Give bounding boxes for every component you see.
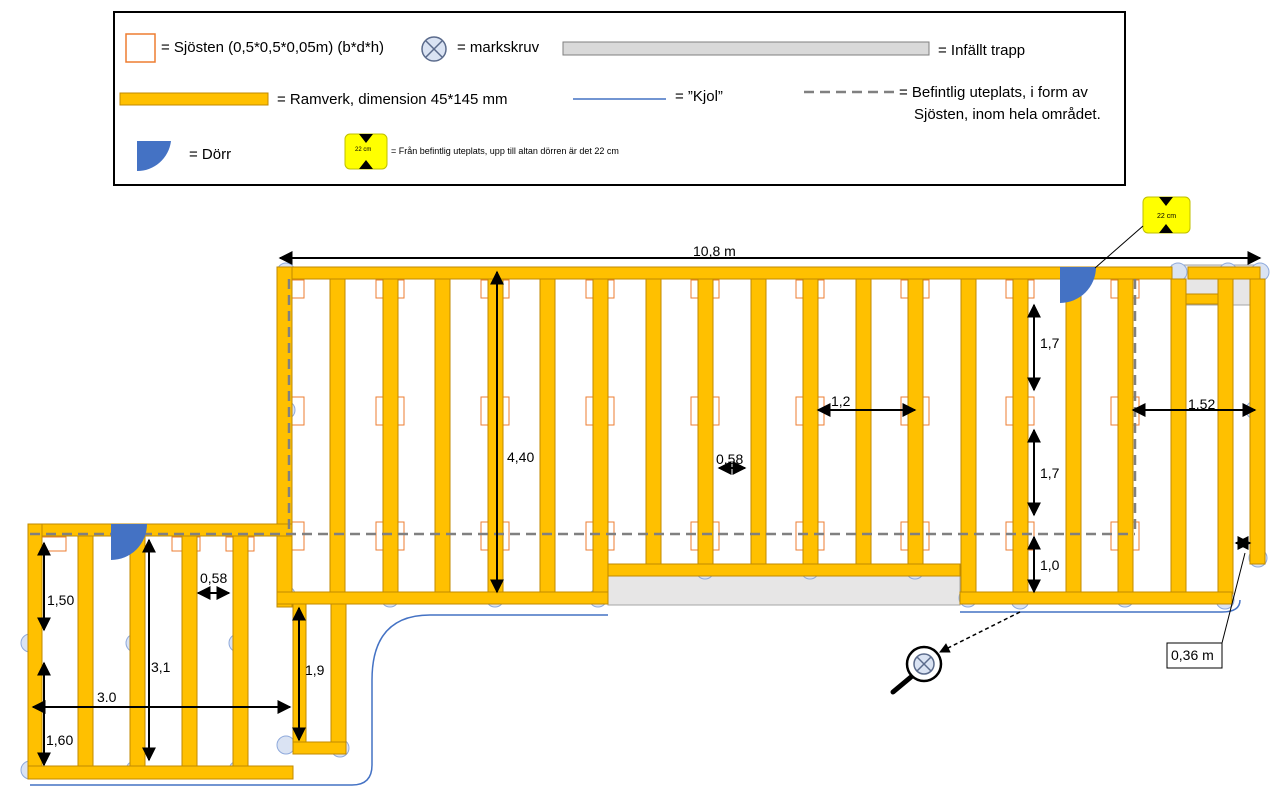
legend-symbols <box>119 33 930 172</box>
frame-joist <box>1217 278 1234 595</box>
frame-joist <box>1117 278 1134 595</box>
dim-span-1-52: 1,52 <box>1188 396 1215 412</box>
frame-joist <box>802 278 819 567</box>
dim-left-1-9: 1,9 <box>305 662 325 678</box>
frame-beam-bottom-right <box>959 591 1233 605</box>
legend-height-note: = Från befintlig uteplats, upp till alta… <box>391 146 619 156</box>
badge-text: 22 cm <box>1157 213 1176 220</box>
frame-stair-header <box>1185 293 1219 305</box>
frame-left-bottom <box>27 765 294 780</box>
door-icon <box>137 141 171 172</box>
frame-joist <box>1170 278 1187 595</box>
edge-offset-box <box>1166 642 1223 669</box>
frame-ext-beam <box>292 741 347 755</box>
dim-left-3-1: 3,1 <box>151 659 171 675</box>
legend-ramverk-label: = Ramverk, dimension 45*145 mm <box>277 91 508 108</box>
dim-left-1-60: 1,60 <box>46 732 73 748</box>
infallt-trapp-symbol <box>562 41 930 56</box>
dim-upper-1-7: 1,7 <box>1040 335 1060 351</box>
edge-offset-leader <box>1221 552 1246 644</box>
dim-right-1-0: 1,0 <box>1040 557 1060 573</box>
dim-edge-offset: 0,36 m <box>1171 647 1214 663</box>
frame-joist <box>855 278 872 567</box>
frame <box>27 266 1266 780</box>
legend-dorr-label: = Dörr <box>189 146 232 163</box>
existing-patio-outline <box>30 279 1137 536</box>
frame-joist <box>1012 278 1029 595</box>
frame-joist <box>181 535 198 770</box>
height-badge-symbol <box>344 133 388 170</box>
dim-left-1-50: 1,50 <box>47 592 74 608</box>
ground-screws <box>20 262 1270 780</box>
frame-joist <box>539 278 556 595</box>
dim-depth-main: 4,40 <box>507 449 534 465</box>
legend-befintlig-line1: = Befintlig uteplats, i form av <box>899 84 1088 101</box>
markskruv-icon <box>421 36 447 62</box>
dim-joist-gap: 0,58 <box>716 451 743 467</box>
frame-joist <box>1065 278 1082 595</box>
frame-left-outer <box>27 523 43 780</box>
frame-beam-stair <box>607 563 961 577</box>
dim-total-length: 10,8 m <box>693 243 736 259</box>
skirt-outline <box>30 599 1241 786</box>
frame-joist <box>592 278 609 595</box>
door-icon <box>1060 267 1096 303</box>
ramverk-symbol <box>119 92 269 106</box>
legend-befintlig-line2: Sjösten, inom hela området. <box>914 106 1101 123</box>
dim-left-gap: 0,58 <box>200 570 227 586</box>
dim-middle-1-7: 1,7 <box>1040 465 1060 481</box>
inset-stair-main <box>607 574 961 606</box>
legend-sjosten-label: = Sjösten (0,5*0,5*0,05m) (b*d*h) <box>161 39 385 56</box>
frame-joist <box>697 278 714 567</box>
frame-joist <box>232 535 249 770</box>
dim-left-width: 3.0 <box>97 689 117 705</box>
frame-joist <box>382 278 399 595</box>
legend-infallt-trapp-label: = Infällt trapp <box>938 42 1026 59</box>
sjosten-symbol <box>125 33 156 63</box>
frame-beam-bottom-left <box>276 591 609 605</box>
frame-joist <box>960 278 977 595</box>
legend-kjol-label: = ”Kjol” <box>675 88 723 105</box>
markskruv-callout-icon <box>890 611 1021 695</box>
dim-span-1-2: 1,2 <box>831 393 851 409</box>
legend-box: = Sjösten (0,5*0,5*0,05m) (b*d*h) = mark… <box>113 11 1126 186</box>
frame-joist <box>645 278 662 567</box>
frame-joist <box>434 278 451 595</box>
frame-joist <box>329 278 346 595</box>
dimension-lines <box>31 251 1262 767</box>
frame-joist <box>487 278 504 595</box>
frame-beam-top <box>276 266 1173 280</box>
frame-joist <box>77 535 94 770</box>
frame-joist <box>129 535 146 770</box>
frame-joist <box>907 278 924 567</box>
screw <box>276 735 296 755</box>
door-icon <box>111 524 147 560</box>
legend-badge-text: 22 cm <box>355 147 372 153</box>
legend-markskruv-label: = markskruv <box>457 39 540 56</box>
frame-beam-top-right <box>1187 266 1261 280</box>
frame-joist-edge <box>1249 278 1266 565</box>
frame-ext-post-b <box>330 603 347 755</box>
frame-joist <box>750 278 767 567</box>
